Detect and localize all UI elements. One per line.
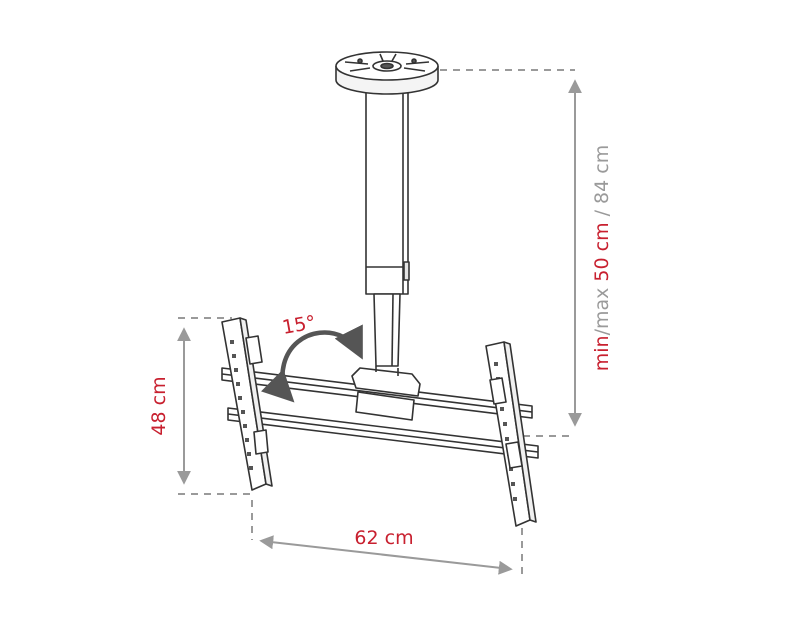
- height-label-min-value: 50 cm: [591, 222, 613, 281]
- height-label-sep: /max: [591, 288, 613, 336]
- height-label-min: min: [591, 335, 613, 371]
- ceiling-plate: [335, 51, 439, 95]
- height-dimension: [440, 69, 582, 437]
- right-bracket: [485, 341, 537, 527]
- tilt-arrow: [261, 324, 363, 403]
- width-label: 62 cm: [354, 527, 413, 549]
- mount-drawing: [221, 51, 539, 527]
- pole: [365, 85, 410, 367]
- front-rails: [227, 407, 539, 459]
- depth-label: 48 cm: [148, 376, 170, 435]
- height-label: min/max 50 cm / 84 cm: [591, 145, 613, 371]
- depth-dimension: [177, 317, 250, 495]
- height-label-max-value: / 84 cm: [591, 145, 613, 223]
- tilt-head: [351, 366, 421, 421]
- left-bracket: [221, 317, 273, 491]
- width-dimension: [251, 500, 523, 576]
- width-arrow: [259, 535, 513, 575]
